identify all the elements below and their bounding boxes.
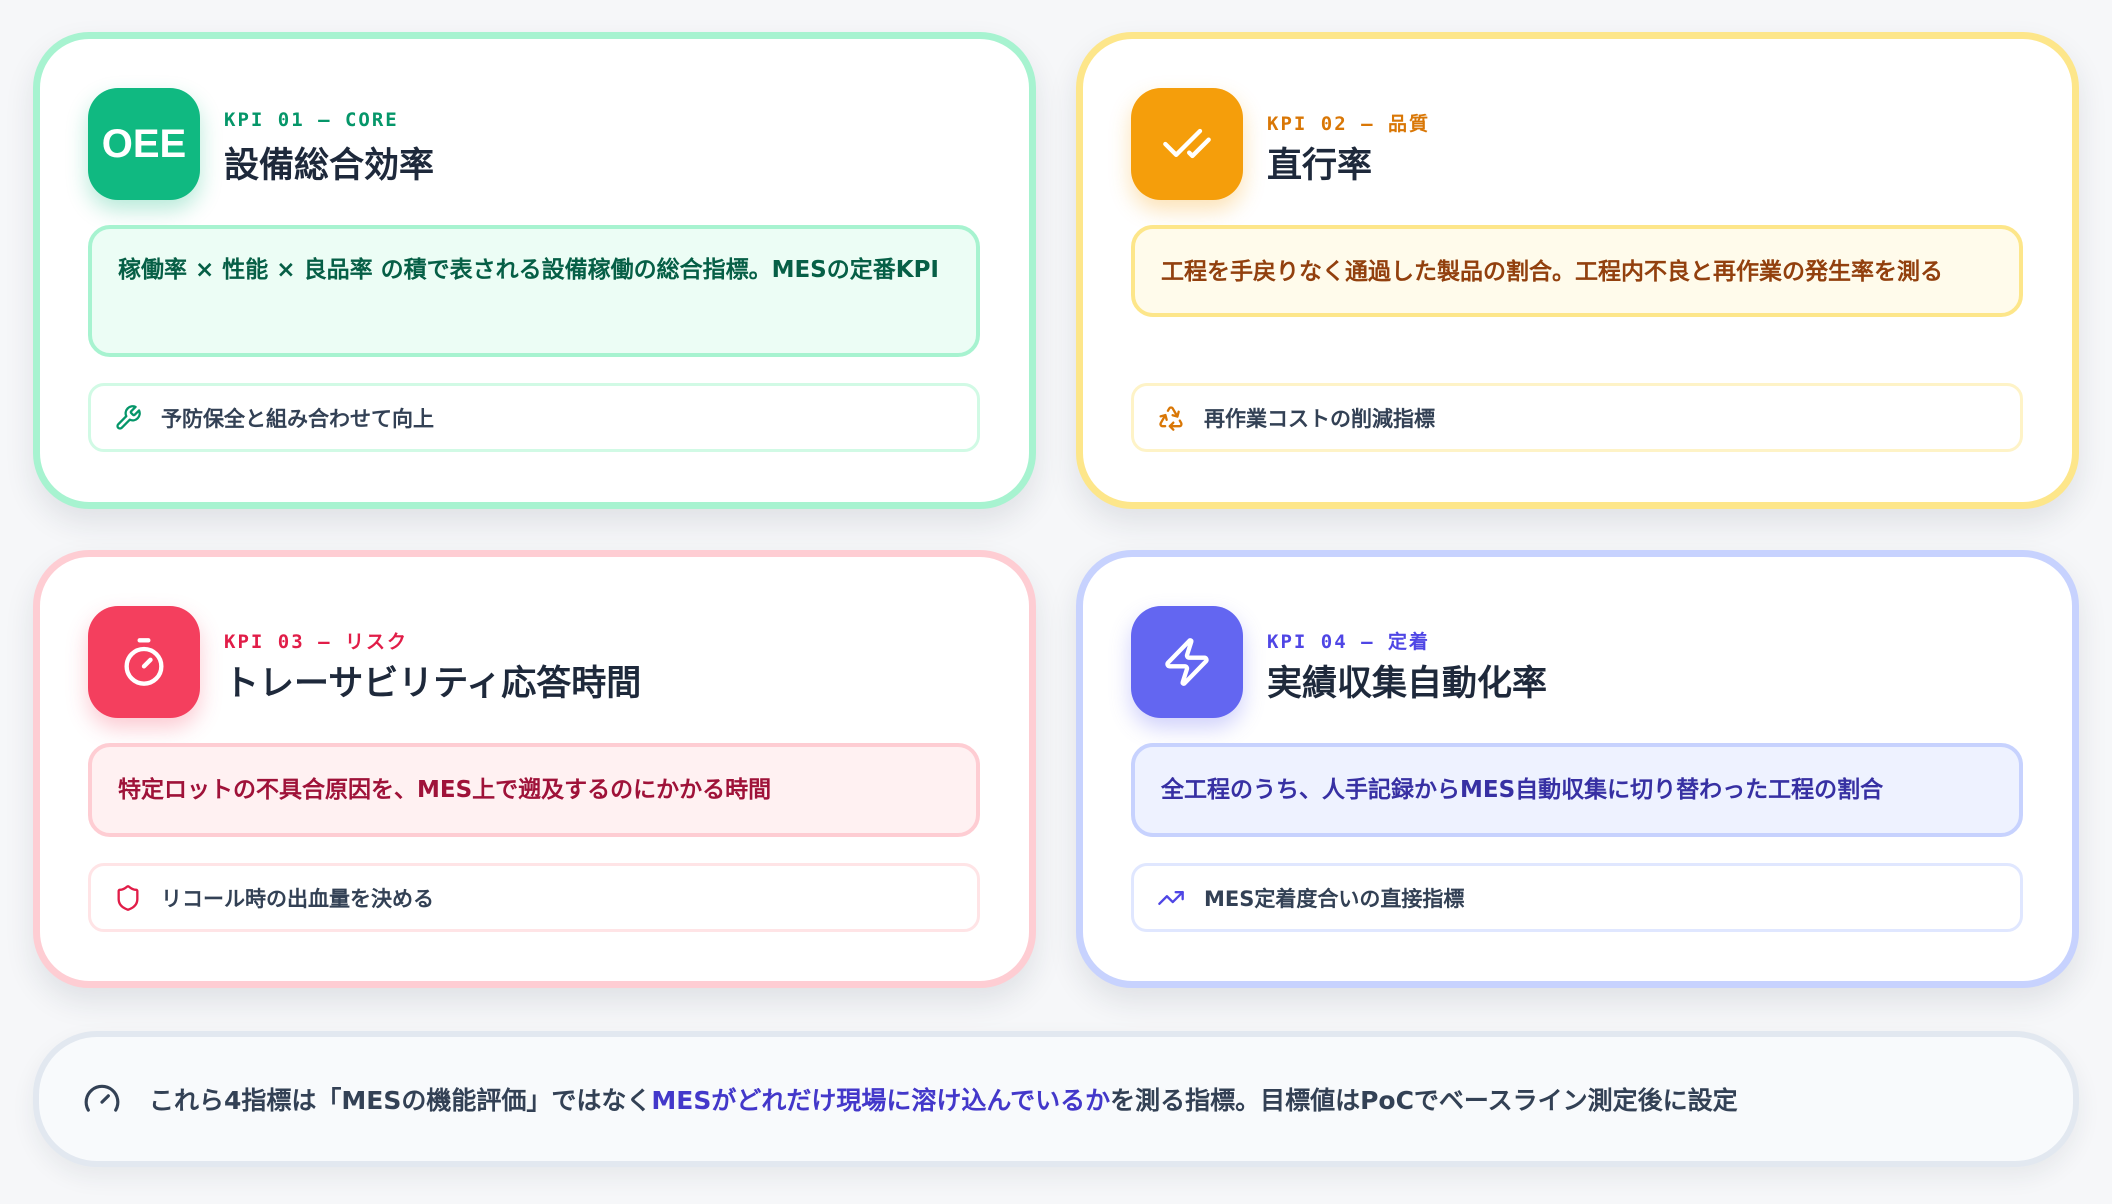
kpi-description: 特定ロットの不具合原因を、MES上で遡及するのにかかる時間 — [88, 743, 980, 837]
lightning-icon — [1131, 606, 1243, 718]
kpi-title: 実績収集自動化率 — [1267, 664, 1548, 704]
oee-badge-text: OEE — [101, 121, 187, 166]
kpi-note-text: リコール時の出血量を決める — [161, 886, 434, 911]
trending-up-icon — [1156, 883, 1186, 913]
summary-text-highlight: MESがどれだけ現場に溶け込んでいるか — [651, 1086, 1111, 1115]
kpi-card-automation-rate: KPI 04 – 定着 実績収集自動化率 全工程のうち、人手記録からMES自動収… — [1076, 550, 2079, 988]
kpi-label: KPI 03 – リスク — [224, 631, 408, 653]
summary-text-after: を測る指標。目標値はPoCでベースライン測定後に設定 — [1110, 1086, 1738, 1115]
summary-text: これら4指標は「MESの機能評価」ではなくMESがどれだけ現場に溶け込んでいるか… — [149, 1081, 1738, 1117]
wrench-icon — [113, 403, 143, 433]
oee-badge: OEE — [88, 88, 200, 200]
summary-text-before: これら4指標は「MESの機能評価」ではなく — [149, 1086, 652, 1115]
kpi-title: 設備総合効率 — [224, 146, 435, 186]
kpi-label: KPI 02 – 品質 — [1267, 113, 1430, 135]
kpi-note: リコール時の出血量を決める — [88, 863, 980, 932]
summary-banner: これら4指標は「MESの機能評価」ではなくMESがどれだけ現場に溶け込んでいるか… — [33, 1031, 2079, 1167]
kpi-label: KPI 01 – CORE — [224, 109, 399, 131]
kpi-card-traceability: KPI 03 – リスク トレーサビリティ応答時間 特定ロットの不具合原因を、M… — [33, 550, 1036, 988]
kpi-card-oee: OEE KPI 01 – CORE 設備総合効率 稼働率 × 性能 × 良品率 … — [33, 32, 1036, 509]
kpi-card-first-pass-yield: KPI 02 – 品質 直行率 工程を手戻りなく通過した製品の割合。工程内不良と… — [1076, 32, 2079, 509]
kpi-description: 工程を手戻りなく通過した製品の割合。工程内不良と再作業の発生率を測る — [1131, 225, 2023, 317]
double-check-icon — [1131, 88, 1243, 200]
kpi-note-text: 再作業コストの削減指標 — [1204, 406, 1435, 431]
kpi-note: 予防保全と組み合わせて向上 — [88, 383, 980, 452]
stopwatch-icon — [88, 606, 200, 718]
kpi-title: 直行率 — [1267, 146, 1373, 186]
recycle-icon — [1156, 403, 1186, 433]
gauge-icon — [83, 1079, 123, 1119]
kpi-description: 稼働率 × 性能 × 良品率 の積で表される設備稼働の総合指標。MESの定番KP… — [88, 225, 980, 357]
shield-icon — [113, 883, 143, 913]
kpi-note-text: 予防保全と組み合わせて向上 — [161, 406, 434, 431]
kpi-note: MES定着度合いの直接指標 — [1131, 863, 2023, 932]
kpi-note-text: MES定着度合いの直接指標 — [1204, 886, 1465, 911]
kpi-title: トレーサビリティ応答時間 — [224, 664, 642, 704]
kpi-note: 再作業コストの削減指標 — [1131, 383, 2023, 452]
kpi-label: KPI 04 – 定着 — [1267, 631, 1430, 653]
kpi-description: 全工程のうち、人手記録からMES自動収集に切り替わった工程の割合 — [1131, 743, 2023, 837]
